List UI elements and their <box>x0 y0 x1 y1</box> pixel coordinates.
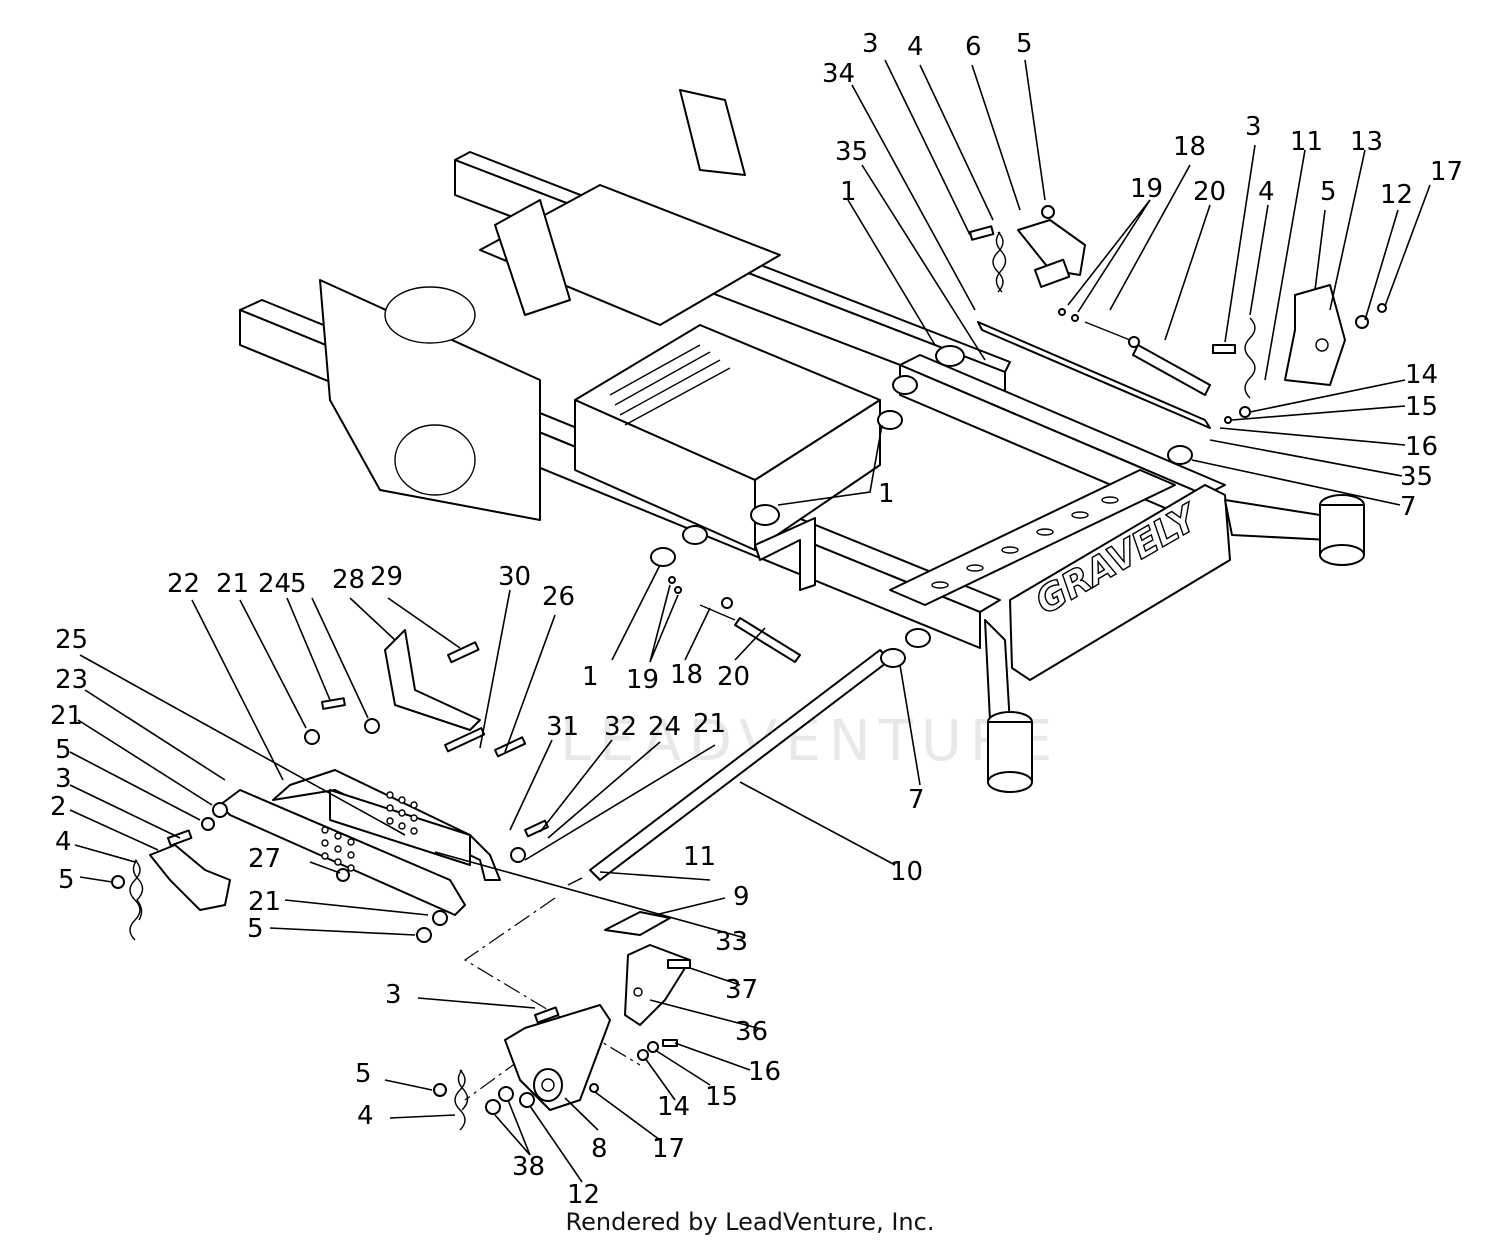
callout: 3 <box>55 764 72 794</box>
callout: 7 <box>1400 492 1417 522</box>
callout: 21 <box>216 569 249 599</box>
callout: 4 <box>907 32 924 62</box>
callout: 5 <box>247 914 264 944</box>
callout: 29 <box>370 562 403 592</box>
callout: 34 <box>822 59 855 89</box>
callout: 30 <box>498 562 531 592</box>
callout: 23 <box>55 665 88 695</box>
callout: 12 <box>1380 180 1413 210</box>
callout: 5 <box>290 569 307 599</box>
callout: 21 <box>248 887 281 917</box>
callout: 20 <box>1193 177 1226 207</box>
callout: 18 <box>1173 132 1206 162</box>
callout: 37 <box>725 975 758 1005</box>
callout: 5 <box>58 865 75 895</box>
callout: 4 <box>55 827 72 857</box>
deck-slots <box>931 496 1119 589</box>
callout: 14 <box>657 1092 690 1122</box>
callout: 21 <box>50 701 83 731</box>
callout: 22 <box>167 569 200 599</box>
callout: 4 <box>1258 177 1275 207</box>
callout: 31 <box>546 712 579 742</box>
callout: 6 <box>965 32 982 62</box>
callout: 26 <box>542 582 575 612</box>
callout: 38 <box>512 1152 545 1182</box>
callout: 9 <box>733 882 750 912</box>
callout: 15 <box>705 1082 738 1112</box>
callout: 20 <box>717 662 750 692</box>
lower-lift-assembly <box>433 897 691 1131</box>
callout: 7 <box>908 785 925 815</box>
callout: 17 <box>652 1134 685 1164</box>
main-frame: GRAVELY <box>239 89 1365 793</box>
callout: 2 <box>50 792 67 822</box>
lift-rod <box>567 547 906 886</box>
callouts: 3 4 6 5 34 35 1 18 19 20 3 4 11 5 13 12 … <box>50 29 1463 1210</box>
upper-lift-assembly <box>969 205 1387 429</box>
callout: 1 <box>878 479 895 509</box>
callout: 5 <box>355 1059 372 1089</box>
callout: 14 <box>1405 360 1438 390</box>
callout: 11 <box>1290 127 1323 157</box>
callout: 5 <box>55 735 72 765</box>
callout: 16 <box>1405 432 1438 462</box>
callout: 25 <box>55 625 88 655</box>
callout: 3 <box>862 29 879 59</box>
callout: 11 <box>683 842 716 872</box>
callout: 8 <box>591 1134 608 1164</box>
callout: 15 <box>1405 392 1438 422</box>
callout: 1 <box>840 177 857 207</box>
callout: 21 <box>693 709 726 739</box>
leader-lines <box>69 59 1431 1183</box>
hole-grid-lower <box>321 826 355 872</box>
callout: 16 <box>748 1057 781 1087</box>
callout: 28 <box>332 565 365 595</box>
callout: 27 <box>248 844 281 874</box>
callout: 4 <box>357 1101 374 1131</box>
callout: 18 <box>670 660 703 690</box>
vent-slots <box>609 344 731 426</box>
callout: 35 <box>1400 462 1433 492</box>
callout: 3 <box>385 980 402 1010</box>
callout: 35 <box>835 137 868 167</box>
callout: 1 <box>582 662 599 692</box>
callout: 19 <box>1130 174 1163 204</box>
callout: 13 <box>1350 127 1383 157</box>
callout: 19 <box>626 665 659 695</box>
render-credit: Rendered by LeadVenture, Inc. <box>565 1208 935 1236</box>
callout: 17 <box>1430 157 1463 187</box>
callout: 3 <box>1245 112 1262 142</box>
callout: 24 <box>258 569 291 599</box>
callout: 10 <box>890 857 923 887</box>
hole-grid-upper <box>386 791 418 835</box>
callout: 5 <box>1016 29 1033 59</box>
callout: 24 <box>648 712 681 742</box>
callout: 12 <box>567 1180 600 1210</box>
callout: 5 <box>1320 177 1337 207</box>
callout: 33 <box>715 927 748 957</box>
callout: 32 <box>604 712 637 742</box>
left-hanger-assembly <box>111 629 549 943</box>
callout: 36 <box>735 1017 768 1047</box>
